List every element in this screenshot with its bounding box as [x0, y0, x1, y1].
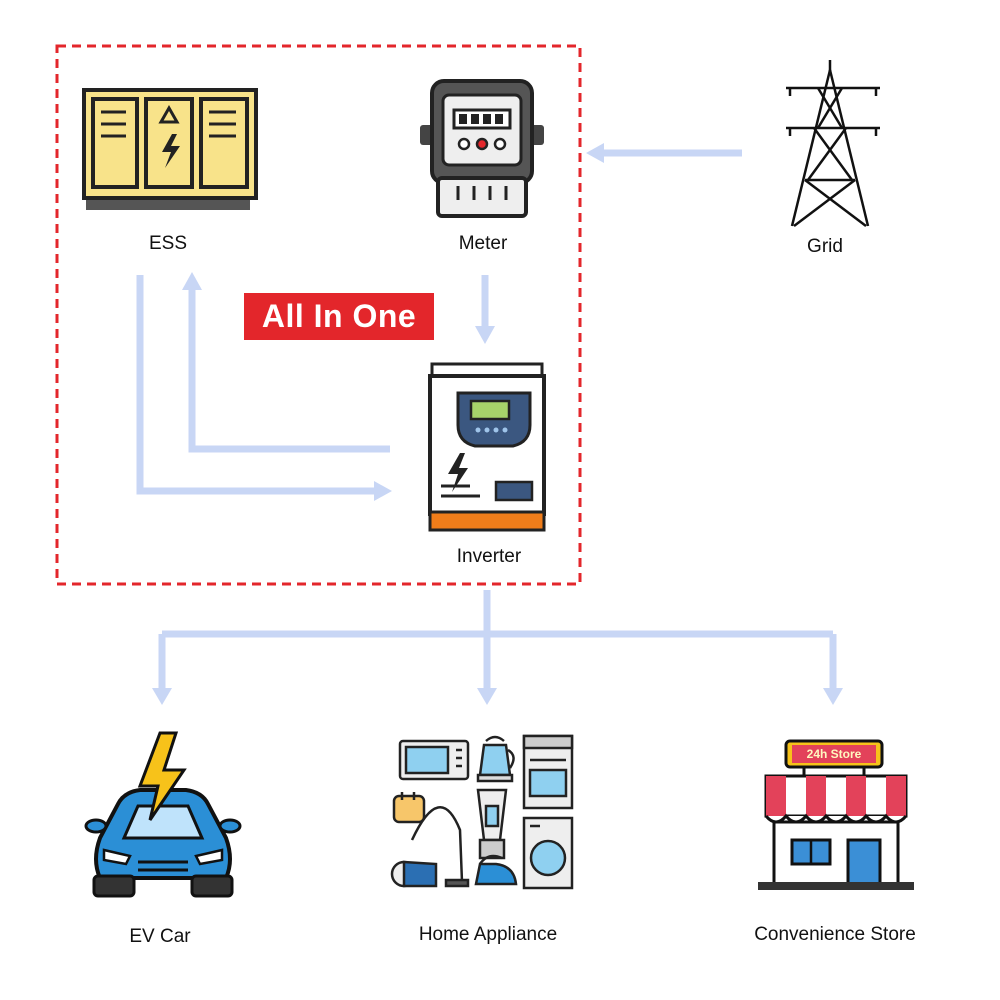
arrow-ess-to-inverter [136, 275, 378, 495]
store-sign-text: 24h Store [806, 747, 862, 761]
ev-car-icon [84, 731, 242, 898]
ess-label: ESS [148, 233, 188, 254]
ess-cabinet-icon [82, 88, 258, 210]
meter-label: Meter [458, 233, 508, 254]
flow-arrows [136, 143, 843, 705]
home-appliance-icon [390, 734, 574, 890]
convenience-store-label: Convenience Store [754, 924, 916, 945]
home-appliance-label: Home Appliance [418, 924, 558, 945]
meter-icon [420, 79, 544, 218]
inverter-icon [428, 362, 546, 532]
ev-car-label: EV Car [129, 926, 191, 947]
inverter-label: Inverter [456, 546, 522, 567]
arrow-inverter-to-ess [188, 285, 390, 453]
grid-tower-icon [786, 60, 880, 227]
convenience-store-icon [758, 739, 914, 890]
all-in-one-boundary [55, 44, 582, 586]
grid-label: Grid [807, 236, 843, 257]
all-in-one-badge: All In One [244, 293, 434, 340]
